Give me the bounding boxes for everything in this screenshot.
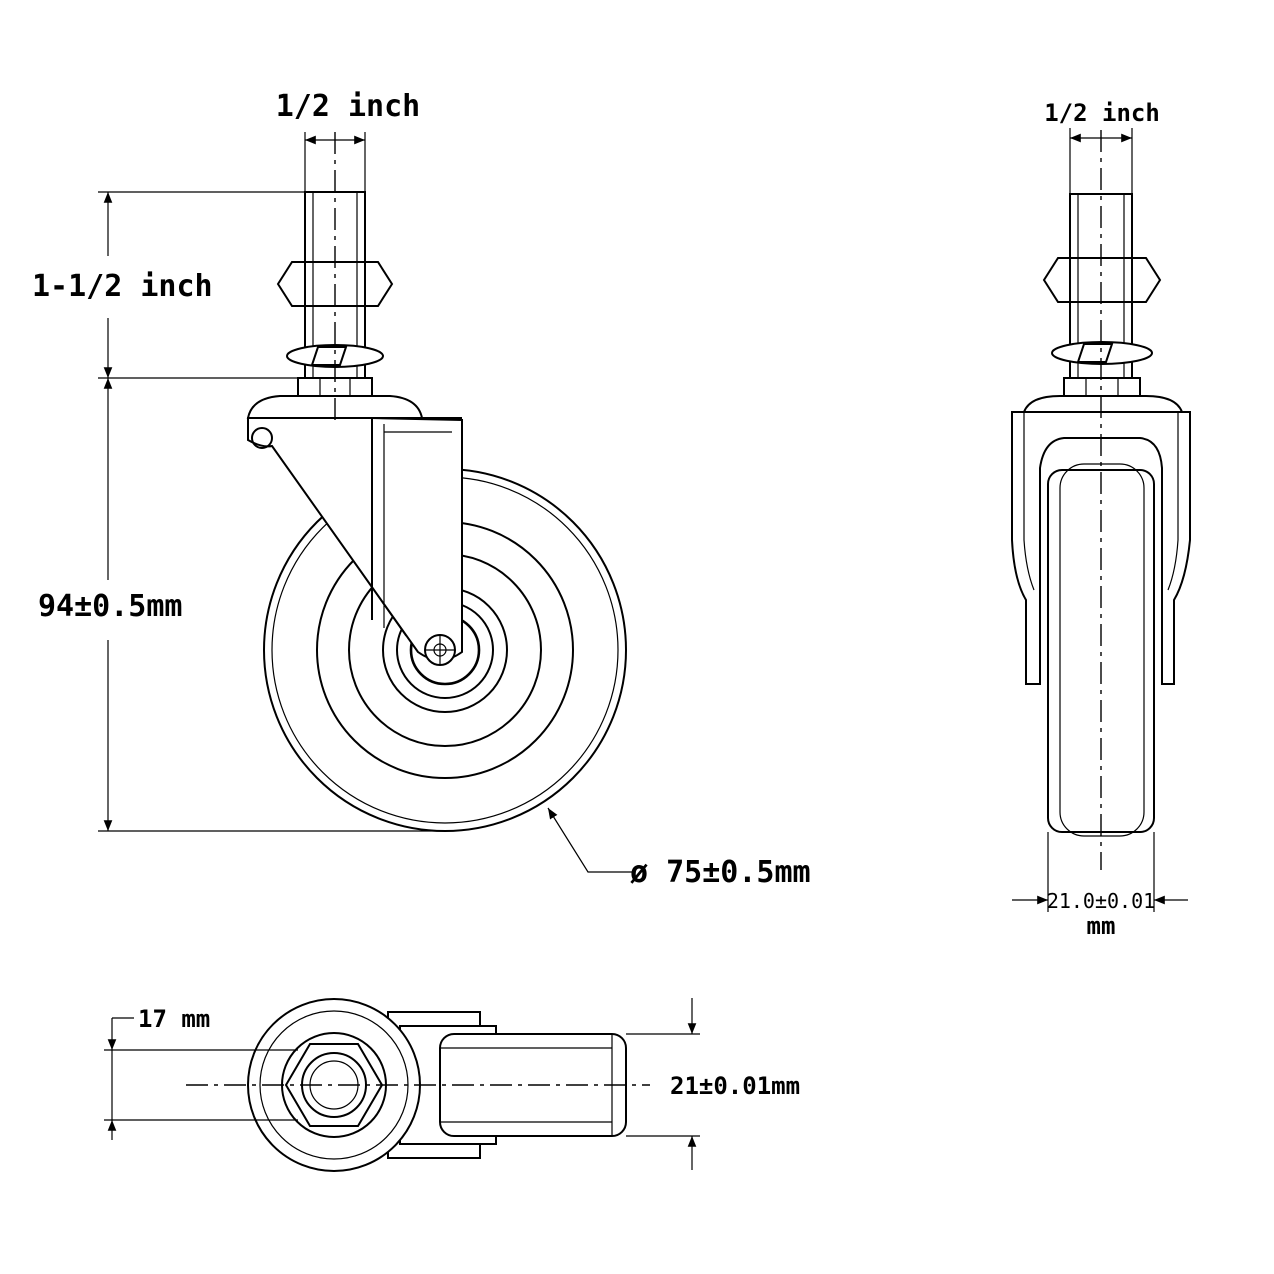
side-stem-width-label: 1/2 inch — [276, 89, 421, 124]
side-total-height-label: 94±0.5mm — [38, 589, 183, 624]
side-total-height-dimension: 94±0.5mm — [38, 378, 445, 832]
top-view: 17 mm 21±0.01mm — [104, 998, 800, 1172]
front-wheel-width-label: 21.0±0.01 — [1047, 889, 1155, 913]
front-stem-width-label: 1/2 inch — [1044, 99, 1160, 127]
front-view: 1/2 inch 21.0±0.01 mm — [1011, 99, 1191, 940]
top-hex-nut — [284, 1043, 384, 1127]
front-wheel-width-unit: mm — [1087, 912, 1116, 940]
front-base-plate — [1022, 377, 1184, 413]
front-stem-width-dimension: 1/2 inch — [1044, 99, 1160, 194]
front-spring-washer — [1051, 341, 1153, 365]
top-hex-label: 17 mm — [138, 1005, 210, 1033]
top-hex-dimension: 17 mm — [104, 1005, 298, 1140]
side-wheel-diameter-dimension: ø 75±0.5mm — [547, 807, 811, 890]
side-view: 1/2 inch 1-1/2 inch 94±0.5mm ø 75±0.5mm — [32, 89, 811, 890]
front-hex-nut — [1042, 257, 1162, 303]
side-stem-height-dimension: 1-1/2 inch — [32, 191, 305, 379]
top-wheel-width-label: 21±0.01mm — [670, 1072, 800, 1100]
front-fork — [1011, 411, 1191, 685]
top-wheel-width-dimension: 21±0.01mm — [626, 998, 800, 1170]
side-fork — [247, 417, 463, 666]
front-wheel-width-dimension: 21.0±0.01 mm — [1012, 832, 1188, 940]
side-wheel-diameter-label: ø 75±0.5mm — [630, 855, 811, 890]
side-stem-height-label: 1-1/2 inch — [32, 269, 213, 304]
side-stem-width-dimension: 1/2 inch — [276, 89, 421, 192]
